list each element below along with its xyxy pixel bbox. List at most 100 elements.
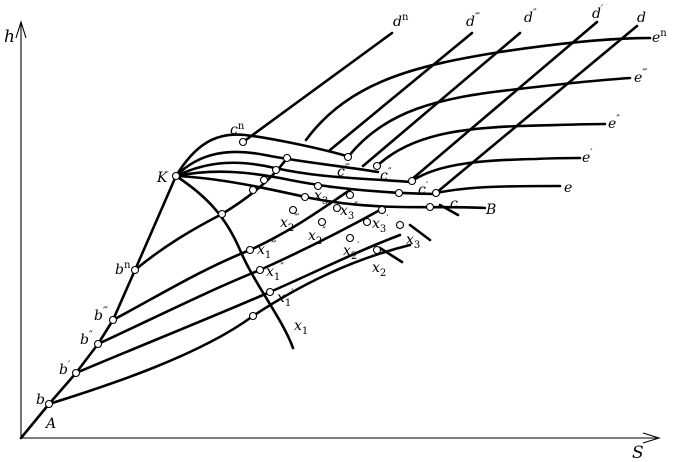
label-d: d: [637, 10, 646, 26]
node-m2: [255, 265, 265, 275]
node-c: [431, 188, 441, 198]
node-r2: [332, 203, 342, 213]
lower-isobar-0: [47, 243, 412, 406]
e-curves: [304, 36, 652, 195]
node-c2: [372, 161, 382, 171]
label-b3: b‴: [94, 306, 108, 324]
label-b-end: B: [485, 202, 496, 218]
line-d1: [409, 20, 599, 182]
node-s1: [345, 233, 355, 243]
node-b2: [93, 339, 103, 349]
node-bn: [130, 265, 140, 275]
curve-en: [304, 36, 652, 142]
curve-e2: [375, 122, 607, 168]
node-p2: [259, 175, 269, 185]
lower-isobar-1: [74, 233, 402, 375]
node-q3: [313, 181, 323, 191]
node-m3: [265, 287, 275, 297]
conn-3: [438, 203, 460, 217]
lower-boundary-curve: [174, 174, 295, 350]
node-r1: [317, 217, 327, 227]
line-d: [434, 24, 639, 195]
lower-isobar-2: [96, 208, 382, 346]
curve-e: [434, 184, 562, 195]
conn-1: [378, 246, 404, 264]
node-s2: [362, 217, 372, 227]
node-k2: [217, 209, 227, 219]
label-e3: e‴: [634, 68, 648, 86]
isobar-1: [174, 170, 438, 196]
node-t3: [425, 202, 435, 212]
label-x3-3: x3‴: [314, 186, 333, 207]
curve-e3: [346, 76, 632, 159]
label-a: A: [44, 416, 56, 432]
h-axis-arrow: [15, 20, 27, 39]
node-b1: [71, 368, 81, 378]
label-c3: c‴: [337, 163, 350, 180]
node-m4: [248, 311, 258, 321]
node-c1: [407, 176, 417, 186]
label-x1-1: x1′: [277, 288, 294, 309]
label-d1: d′: [592, 4, 604, 22]
node-q1: [288, 205, 298, 215]
label-x3-1: x3′: [372, 214, 389, 235]
label-dn: dn: [393, 12, 409, 30]
label-c1: c′: [418, 181, 429, 198]
isobar-n: [174, 133, 352, 178]
node-b3: [108, 315, 118, 325]
label-x2: x2: [372, 260, 386, 279]
label-k: K: [156, 170, 169, 186]
isobars-lower: [47, 156, 412, 406]
s-axis-arrow: [642, 432, 661, 444]
label-b2: b″: [80, 330, 93, 348]
node-b: [44, 399, 54, 409]
label-b1: b′: [59, 360, 71, 378]
label-x2-3: x2‴: [280, 213, 299, 234]
label-d2: d″: [524, 8, 537, 26]
node-cn: [238, 137, 248, 147]
label-cn: cn: [230, 121, 245, 138]
line-d2: [361, 31, 522, 168]
label-x2-2: x2″: [308, 226, 326, 247]
label-d3: d‴: [466, 12, 480, 30]
node-t1: [372, 245, 382, 255]
label-bn: bn: [115, 260, 131, 278]
node-u1: [394, 188, 404, 198]
label-x2-1: x2′: [343, 241, 360, 262]
label-x3: x3: [406, 232, 420, 251]
d-lines: [241, 20, 639, 195]
node-t2: [395, 220, 405, 230]
conn-2: [408, 223, 432, 242]
curve-e1: [410, 156, 582, 183]
nodes: [44, 137, 441, 409]
h-axis-label: h: [4, 27, 15, 47]
node-m1: [245, 245, 255, 255]
node-p1: [248, 185, 258, 195]
label-x1-2: x1″: [266, 262, 284, 283]
line-d3: [328, 31, 474, 152]
label-x1-3: x1‴: [257, 240, 276, 261]
label-e2: e″: [608, 114, 620, 132]
label-b: b: [36, 392, 45, 408]
node-r3: [345, 190, 355, 200]
label-e1: e′: [582, 148, 593, 166]
label-x3-2: x3″: [340, 201, 358, 222]
isobar-3: [174, 150, 380, 178]
line-dn: [241, 31, 394, 144]
label-c: c: [450, 196, 458, 212]
labels: A K B b b′ b″ b‴ bn cn c‴ c″ c′ c dn d‴ …: [36, 4, 667, 432]
label-c2: c″: [380, 167, 392, 184]
node-p3: [271, 165, 281, 175]
node-q2: [300, 192, 310, 202]
node-c3: [343, 152, 353, 162]
label-e: e: [564, 180, 572, 196]
s-axis-label: S: [632, 443, 644, 462]
x-connectors: [378, 203, 460, 264]
label-x1: x1: [294, 318, 308, 337]
node-s3: [377, 205, 387, 215]
node-p4: [282, 153, 292, 163]
node-k: [171, 171, 181, 181]
label-en: en: [652, 28, 667, 46]
axes: h S: [4, 20, 661, 462]
